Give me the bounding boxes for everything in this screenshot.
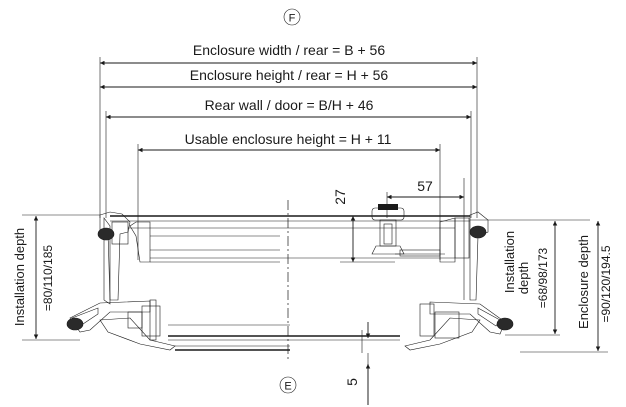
dim-57-label: 57 [417, 178, 433, 194]
view-label-f: F [289, 13, 296, 25]
enclosure-width-label: Enclosure width / rear = B + 56 [193, 42, 385, 58]
installation-depth-right-values: =68/98/173 [536, 247, 550, 308]
usable-height-label: Usable enclosure height = H + 11 [185, 131, 392, 147]
installation-depth-left-values: =80/110/185 [41, 245, 55, 312]
dimension-usable-height: Usable enclosure height = H + 11 [138, 131, 440, 153]
rear-wall-label: Rear wall / door = B/H + 46 [205, 97, 374, 113]
view-marker-e: E [279, 376, 297, 394]
dimension-installation-depth-right: Installation depth =68/98/173 [470, 219, 590, 336]
dimension-27: 27 [332, 189, 395, 263]
dimension-installation-depth-left: Installation depth =80/110/185 [12, 214, 100, 341]
left-bottom-gasket [66, 317, 84, 331]
left-top-gasket [97, 227, 115, 241]
view-marker-f: F [283, 8, 301, 26]
view-label-e: E [284, 381, 291, 393]
dim-5-label: 5 [344, 378, 360, 386]
dimension-enclosure-width: Enclosure width / rear = B + 56 [100, 42, 477, 66]
enclosure-height-label: Enclosure height / rear = H + 56 [190, 67, 389, 83]
dimension-5: 5 [344, 322, 371, 405]
installation-depth-left-label: Installation depth [12, 228, 27, 326]
installation-depth-right-line1: Installation [502, 231, 517, 293]
right-bottom-gasket [496, 317, 514, 331]
right-top-gasket [469, 225, 487, 239]
dimension-enclosure-depth: Enclosure depth =90/120/194.5 [520, 221, 613, 353]
dimension-enclosure-height: Enclosure height / rear = H + 56 [100, 67, 477, 90]
enclosure-depth-values: =90/120/194.5 [599, 245, 613, 322]
installation-depth-right-line2: depth [516, 262, 531, 295]
enclosure-section [66, 204, 514, 351]
lock-mechanism [371, 204, 445, 257]
dim-27-label: 27 [332, 189, 348, 205]
dimension-57: 57 [387, 178, 464, 200]
enclosure-depth-label: Enclosure depth [576, 235, 591, 329]
dimension-rear-wall: Rear wall / door = B/H + 46 [106, 97, 471, 120]
